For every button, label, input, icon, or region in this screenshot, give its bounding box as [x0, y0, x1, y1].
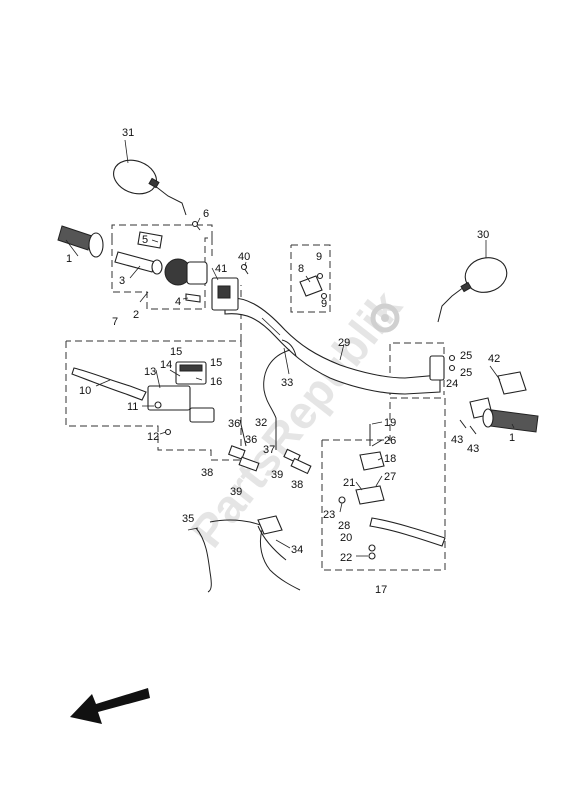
- screw-6: [191, 220, 201, 231]
- gear-icon: [370, 303, 400, 333]
- callout-43-right: 43: [467, 443, 479, 455]
- callout-15-right: 15: [210, 357, 222, 369]
- callout-23: 23: [323, 509, 335, 521]
- callout-7: 7: [112, 316, 118, 328]
- callout-6: 6: [203, 208, 209, 220]
- left-mirror: [113, 159, 187, 216]
- callout-33: 33: [281, 377, 293, 389]
- callout-41: 41: [215, 263, 227, 275]
- right-mirror: [437, 257, 508, 323]
- handlebar: [224, 297, 441, 395]
- right-switch-housing: [429, 354, 527, 419]
- handlebar-clamp: [299, 272, 328, 300]
- callout-29: 29: [338, 337, 350, 349]
- callout-13: 13: [144, 366, 156, 378]
- right-grip: [482, 408, 539, 433]
- callout-24: 24: [446, 378, 458, 390]
- callout-43-left: 43: [451, 434, 463, 446]
- callout-35: 35: [182, 513, 194, 525]
- callout-36-bottom: 36: [245, 434, 257, 446]
- group-box-9: [290, 244, 331, 313]
- callout-28: 28: [338, 520, 350, 532]
- callout-25-bottom: 25: [460, 367, 472, 379]
- throttle-holder: [211, 277, 239, 311]
- callout-14: 14: [160, 359, 172, 371]
- callout-5: 5: [142, 234, 148, 246]
- rear-master-cylinder: [147, 361, 215, 436]
- callout-18: 18: [384, 453, 396, 465]
- callout-9-bottom: 9: [321, 298, 327, 310]
- callout-9-top: 9: [316, 251, 322, 263]
- callout-38-left: 38: [201, 467, 213, 479]
- screws-43: [459, 419, 477, 435]
- cable-splitter: [257, 515, 283, 535]
- callout-37: 37: [263, 444, 275, 456]
- callout-2: 2: [133, 309, 139, 321]
- callout-26: 26: [384, 435, 396, 447]
- callout-17: 17: [375, 584, 387, 596]
- callout-30: 30: [477, 229, 489, 241]
- callout-15-top: 15: [170, 346, 182, 358]
- callout-27: 27: [384, 471, 396, 483]
- callout-20: 20: [340, 532, 352, 544]
- callout-12: 12: [147, 431, 159, 443]
- group-box-17: [321, 397, 446, 571]
- callout-36-top: 36: [228, 418, 240, 430]
- callout-10: 10: [79, 385, 91, 397]
- callout-39-left: 39: [230, 486, 242, 498]
- callout-32: 32: [255, 417, 267, 429]
- callout-11: 11: [127, 401, 138, 413]
- throttle-tube: [114, 251, 163, 275]
- callout-8: 8: [298, 263, 304, 275]
- callout-22: 22: [340, 552, 352, 564]
- callout-38-right: 38: [291, 479, 303, 491]
- leader-lines: [65, 139, 515, 557]
- watermark-text: PartsRepublik: [180, 281, 412, 557]
- front-brake-lever-assembly: [338, 424, 446, 560]
- left-grip: [57, 225, 104, 258]
- rear-brake-lever: [71, 367, 147, 401]
- left-switch-housing: [137, 231, 208, 303]
- callout-1-left: 1: [66, 253, 72, 265]
- callout-16: 16: [210, 376, 222, 388]
- callout-4: 4: [175, 296, 181, 308]
- callout-labels: 1 1 2 3 4 5 6 7 8 9 9 10 11 12 13 14 15 …: [66, 127, 515, 596]
- callout-25-top: 25: [460, 350, 472, 362]
- callout-40: 40: [238, 251, 250, 263]
- front-direction-arrow-icon: [70, 688, 150, 724]
- group-box-7: [65, 340, 242, 461]
- callout-42: 42: [488, 353, 500, 365]
- watermark: PartsRepublik: [180, 281, 412, 557]
- callout-31: 31: [122, 127, 134, 139]
- callout-3: 3: [119, 275, 125, 287]
- callout-21: 21: [343, 477, 355, 489]
- callout-39-right: 39: [271, 469, 283, 481]
- callout-34: 34: [291, 544, 303, 556]
- callout-1-right: 1: [509, 432, 515, 444]
- cable-adjusters: [228, 419, 312, 475]
- callout-19: 19: [384, 417, 396, 429]
